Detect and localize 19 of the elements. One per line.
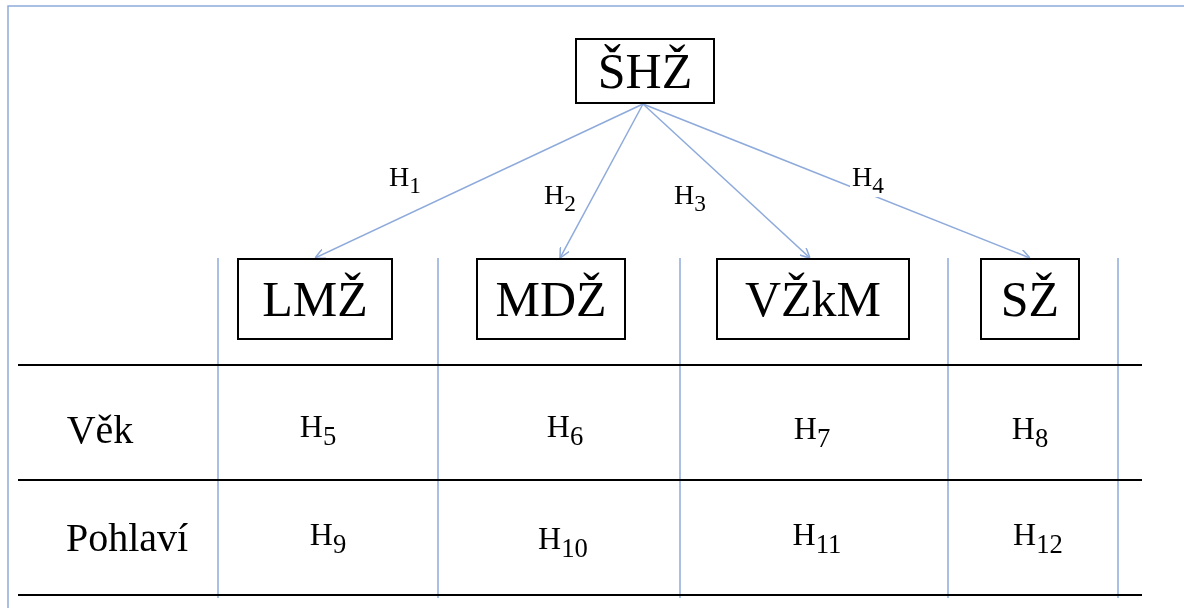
arrow	[559, 103, 644, 259]
table-cell-text: H$_{7}$	[793, 412, 831, 452]
table-cell-text: H$_{5}$	[299, 410, 337, 450]
node-box: ŠHŽ	[575, 38, 715, 104]
arrow	[642, 103, 1031, 260]
arrow	[642, 103, 811, 259]
table-cell-text: H$_{6}$	[546, 410, 584, 450]
arrow	[314, 103, 644, 260]
node-box: SŽ	[980, 258, 1080, 340]
table-cell-text: H$_{10}$	[538, 522, 588, 562]
table-cell-text: H$_{8}$	[1011, 412, 1049, 452]
table-cell-text: H$_{12}$	[1013, 518, 1063, 558]
table-cell-text: H$_{11}$	[792, 518, 842, 558]
row-header: Pohlaví	[65, 518, 189, 558]
node-box: VŽkM	[716, 258, 910, 340]
node-box: LMŽ	[237, 258, 393, 340]
row-header: Věk	[66, 410, 134, 450]
table-cell-text: H$_{9}$	[309, 518, 347, 558]
node-box: MDŽ	[476, 258, 626, 340]
